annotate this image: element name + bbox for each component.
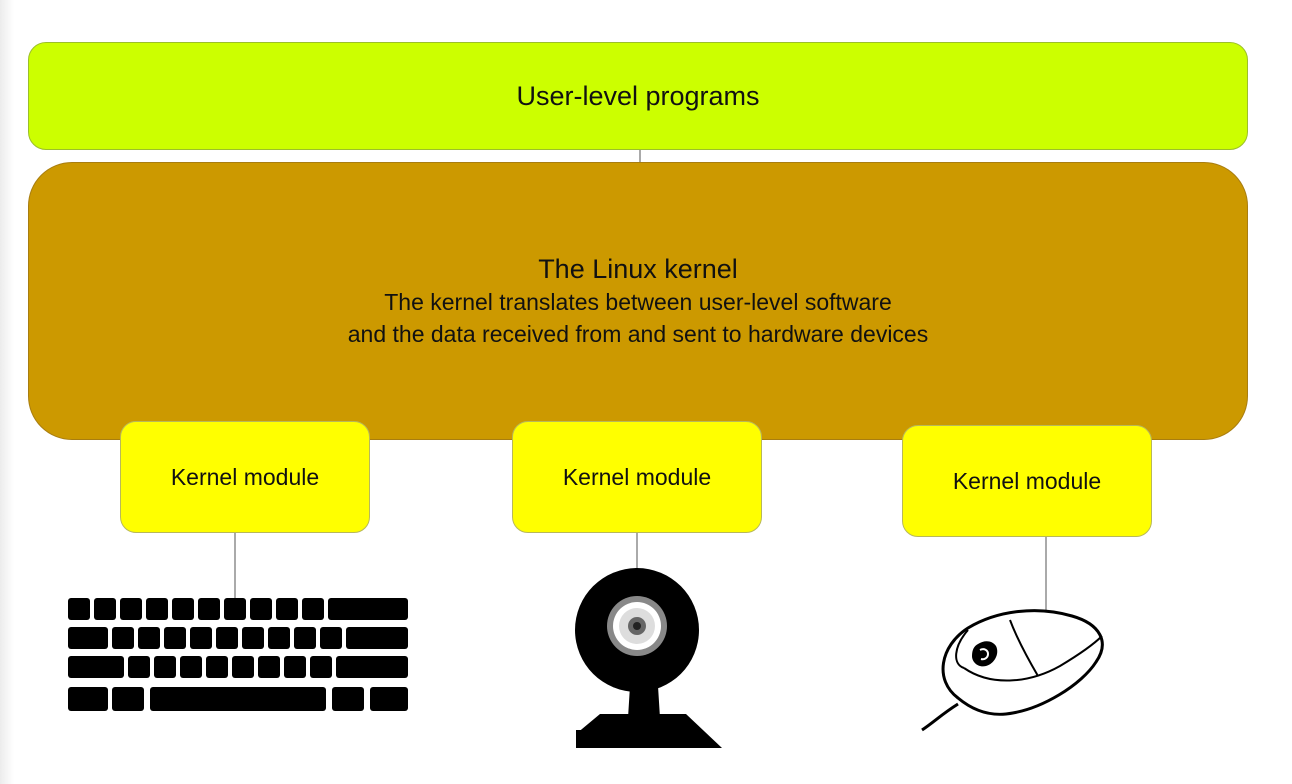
kernel-module-webcam: Kernel module	[512, 421, 762, 533]
linux-kernel-box: The Linux kernel The kernel translates b…	[28, 162, 1248, 440]
webcam-icon	[575, 568, 722, 748]
left-edge-shade	[0, 0, 14, 784]
mouse-icon	[921, 609, 1104, 732]
user-level-programs-label: User-level programs	[516, 80, 760, 111]
user-level-programs-box: User-level programs	[28, 42, 1248, 150]
kernel-module-label: Kernel module	[170, 463, 320, 490]
kernel-title: The Linux kernel	[538, 254, 738, 284]
kernel-module-mouse: Kernel module	[902, 425, 1152, 537]
kernel-description-line-2: and the data received from and sent to h…	[347, 321, 929, 347]
kernel-module-keyboard: Kernel module	[120, 421, 370, 533]
keyboard-icon	[68, 598, 408, 711]
kernel-module-label: Kernel module	[952, 467, 1102, 494]
kernel-description-line-1: The kernel translates between user-level…	[384, 289, 892, 315]
kernel-module-label: Kernel module	[562, 463, 712, 490]
